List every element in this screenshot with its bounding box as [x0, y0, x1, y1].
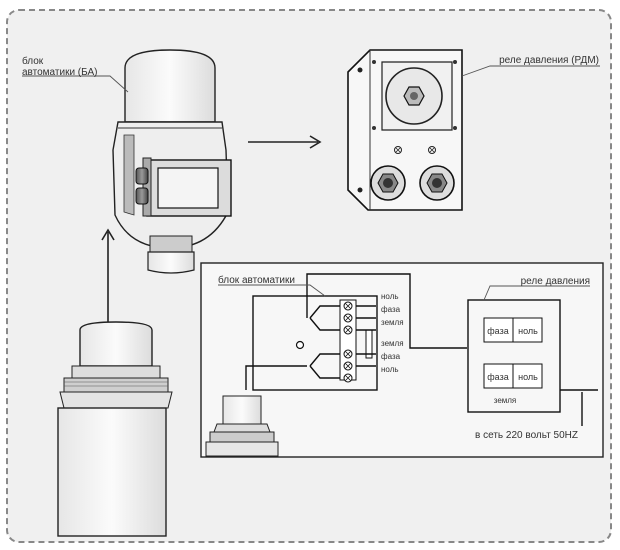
pump-device [57, 321, 173, 537]
terminal-block [339, 299, 373, 383]
control-unit-schematic [252, 295, 378, 391]
inset-pump [205, 395, 279, 457]
control-unit-label-line1: блок [22, 55, 44, 67]
pressure-relay-label: реле давления (РДМ) [499, 55, 599, 66]
terminal-label: ноль [381, 292, 399, 301]
pressure-relay-inset-label: реле давления [521, 276, 590, 287]
screw-cross [345, 351, 351, 357]
relay-label: фаза [487, 372, 508, 382]
screw-cross [345, 363, 351, 369]
pressure-relay-device [347, 49, 463, 211]
leader-lines [22, 65, 600, 301]
terminal-label: фаза [381, 352, 401, 361]
relay-ground-label: земля [494, 396, 517, 405]
relay-label: ноль [518, 372, 538, 382]
control-unit-inset-label: блок автоматики [218, 274, 295, 286]
terminal-label: фаза [381, 305, 401, 314]
relay-label: ноль [518, 326, 538, 336]
terminal-label: земля [381, 318, 404, 327]
control-unit-device [112, 49, 232, 274]
screw-cross [345, 303, 351, 309]
screw-cross [345, 315, 351, 321]
terminal-label: ноль [381, 365, 399, 374]
arrow-up-icon [101, 228, 115, 326]
mains-note: в сеть 220 вольт 50HZ [475, 430, 578, 441]
arrow-right-icon [248, 135, 322, 149]
relay-label: фаза [487, 326, 508, 336]
control-unit-label-line2: автоматики (БА) [22, 67, 97, 78]
terminal-label: земля [381, 339, 404, 348]
screw-cross [345, 375, 351, 381]
screw-cross [345, 327, 351, 333]
